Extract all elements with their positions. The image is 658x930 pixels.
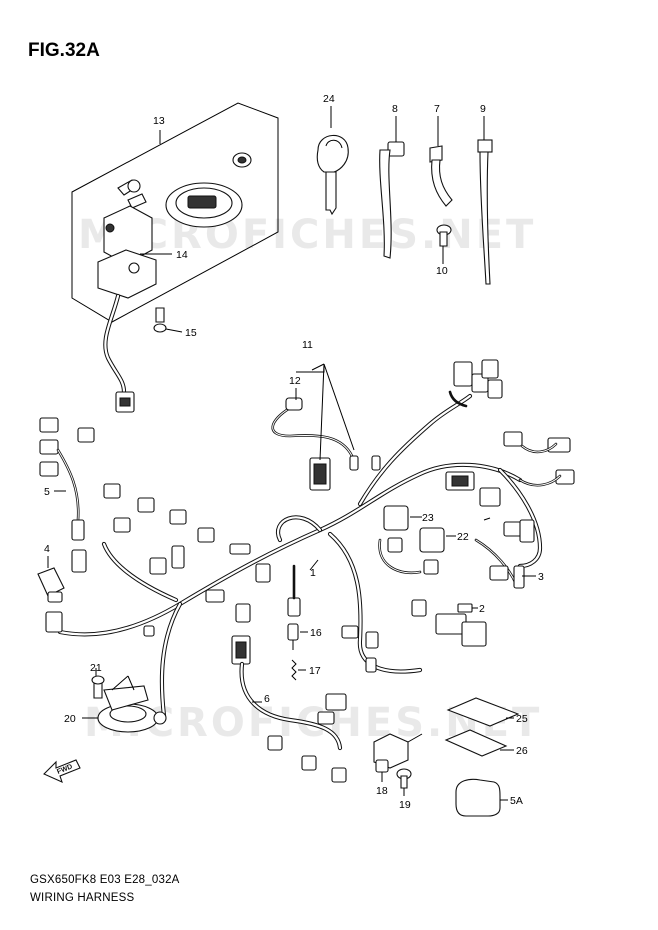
callout-22: 22 — [457, 531, 469, 543]
right-branch-connectors[interactable] — [445, 431, 575, 543]
model-code: GSX650FK8 E03 E28_032A — [30, 874, 180, 886]
forward-arrow-icon: FWD — [43, 759, 81, 784]
screw-15[interactable] — [153, 307, 167, 333]
callout-8: 8 — [392, 103, 398, 115]
clamp-8[interactable] — [379, 141, 405, 259]
switch-18[interactable] — [373, 733, 423, 773]
sub-harness-6[interactable] — [231, 635, 347, 783]
headlight-connectors[interactable] — [448, 359, 503, 408]
spring-17[interactable] — [291, 659, 297, 681]
figure-title: FIG.32A — [28, 40, 100, 61]
clamp-7[interactable] — [429, 145, 453, 207]
callout-9: 9 — [480, 103, 486, 115]
callout-24: 24 — [323, 93, 335, 105]
sub-harness-5[interactable] — [39, 417, 95, 541]
callout-15: 15 — [185, 327, 197, 339]
key-blank-24[interactable] — [316, 134, 349, 216]
callout-12: 12 — [289, 375, 301, 387]
callout-13: 13 — [153, 115, 165, 127]
cable-tie-9[interactable] — [477, 139, 493, 285]
callout-25: 25 — [516, 713, 528, 725]
screw-10[interactable] — [436, 224, 452, 247]
callout-21: 21 — [90, 662, 102, 674]
callout-5a: 5A — [510, 795, 523, 807]
main-harness-1[interactable] — [57, 393, 543, 719]
callout-1: 1 — [310, 567, 316, 579]
relay-23[interactable] — [383, 505, 409, 553]
callout-17: 17 — [309, 665, 321, 677]
sensor-4[interactable] — [37, 549, 87, 633]
fuse-box[interactable] — [341, 599, 487, 673]
callout-16: 16 — [310, 627, 322, 639]
callout-19: 19 — [399, 799, 411, 811]
pad-25[interactable] — [446, 697, 520, 727]
harness-connectors[interactable] — [103, 457, 331, 637]
switch-16[interactable] — [287, 623, 299, 650]
callout-7: 7 — [434, 103, 440, 115]
fuse-2[interactable] — [457, 603, 473, 613]
connector-1-end[interactable] — [287, 597, 301, 617]
callout-23: 23 — [422, 512, 434, 524]
ignition-lock-set-13[interactable] — [71, 102, 279, 413]
callout-14: 14 — [176, 249, 188, 261]
lead-12[interactable] — [271, 397, 381, 471]
callout-11: 11 — [302, 339, 313, 351]
callout-10: 10 — [436, 265, 448, 277]
watermark-upper: MICROFICHES.NET — [78, 212, 537, 258]
callout-4: 4 — [44, 543, 50, 555]
callout-2: 2 — [479, 603, 485, 615]
section-name: WIRING HARNESS — [30, 892, 135, 904]
callout-5: 5 — [44, 486, 50, 498]
callout-20: 20 — [64, 713, 76, 725]
screw-19[interactable] — [396, 768, 412, 789]
cap-5a[interactable] — [455, 778, 501, 817]
callout-18: 18 — [376, 785, 388, 797]
callout-3: 3 — [538, 571, 544, 583]
callout-6: 6 — [264, 693, 270, 705]
bolt-21[interactable] — [91, 675, 105, 699]
relay-22[interactable] — [419, 527, 445, 575]
pad-26[interactable] — [444, 729, 508, 757]
callout-26: 26 — [516, 745, 528, 757]
horn-20[interactable] — [97, 685, 167, 733]
lead-3[interactable] — [474, 538, 525, 589]
